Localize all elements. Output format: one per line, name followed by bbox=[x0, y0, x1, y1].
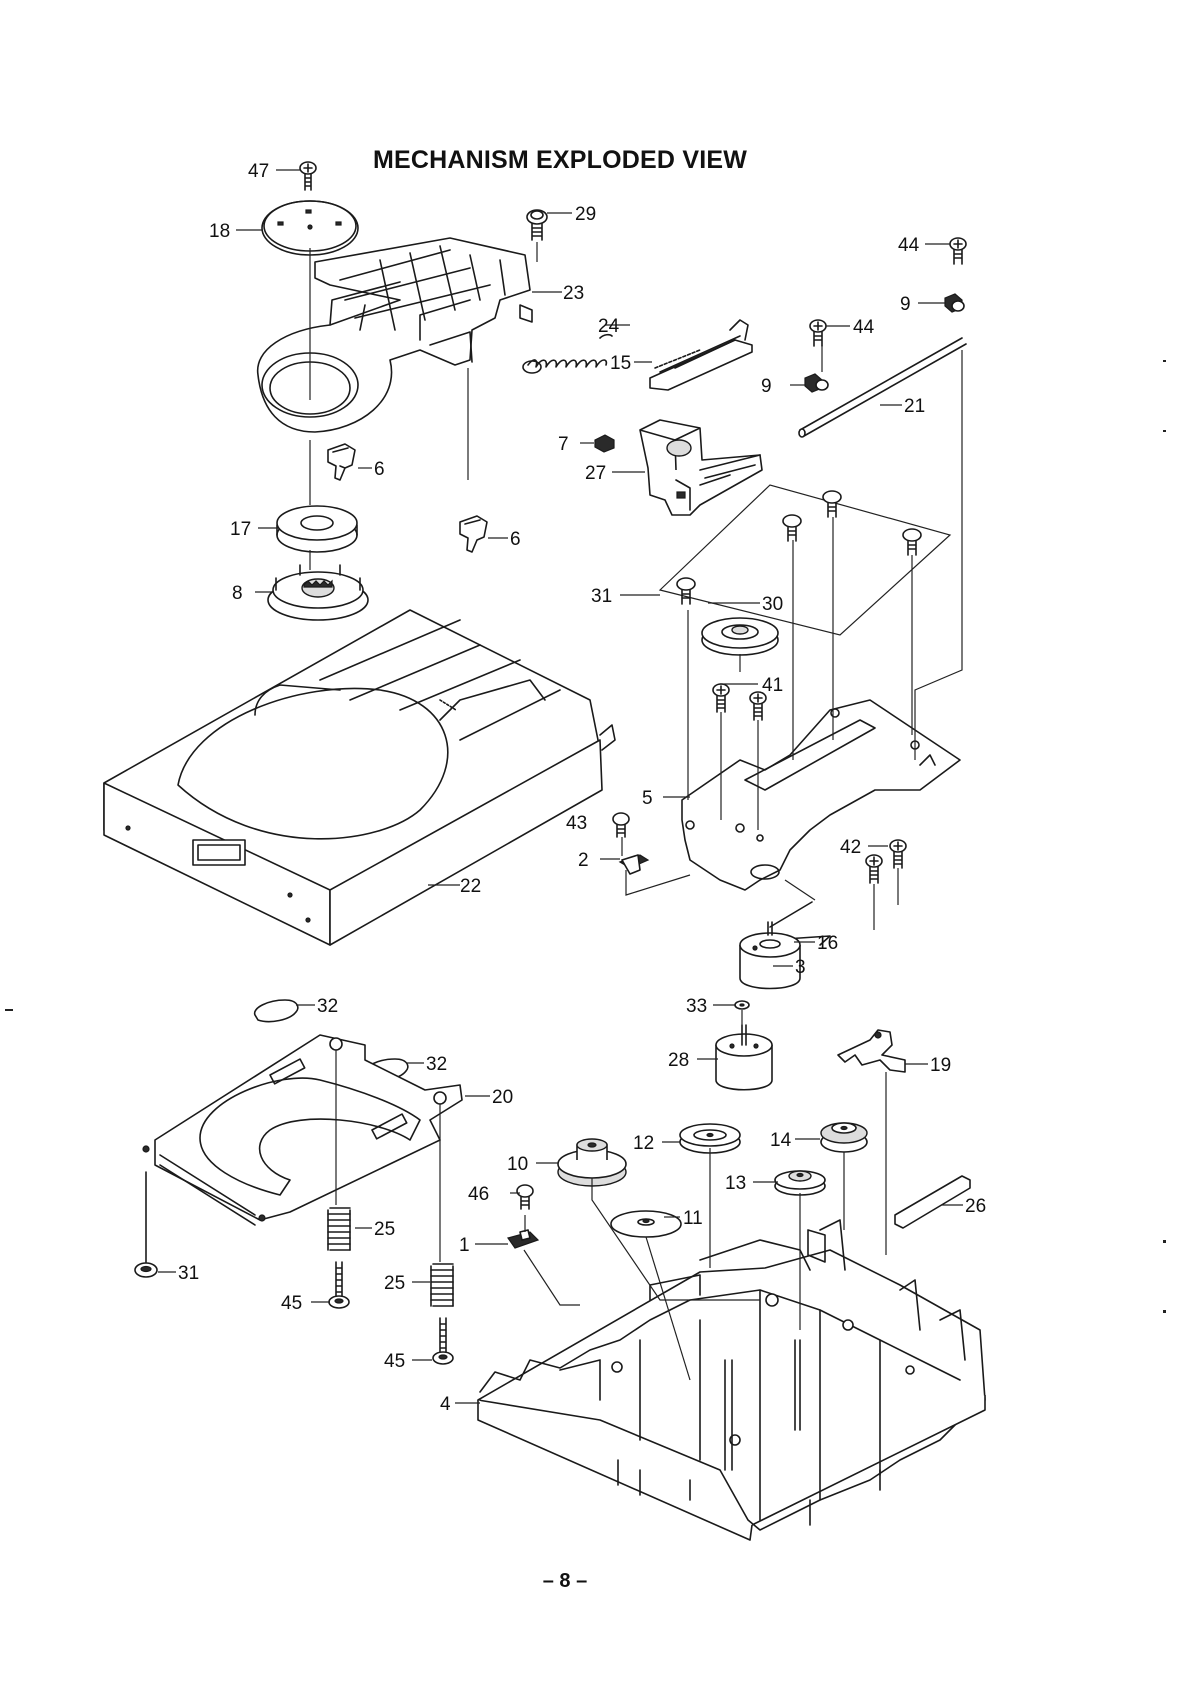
callout-part-44: 44 bbox=[898, 235, 920, 256]
callout-part-21: 21 bbox=[904, 396, 925, 417]
callout-part-42: 42 bbox=[840, 837, 861, 858]
callout-part-33: 33 bbox=[686, 996, 707, 1017]
callout-part-25: 25 bbox=[384, 1273, 405, 1294]
part-15-rack bbox=[650, 320, 752, 390]
callout-part-4: 4 bbox=[440, 1394, 451, 1415]
part-23-clamper-frame bbox=[258, 238, 532, 432]
part-32-pad-left bbox=[255, 1000, 298, 1022]
part-18-clamper-plate bbox=[262, 201, 358, 255]
part-45-screw-left bbox=[329, 1262, 349, 1308]
callout-part-45: 45 bbox=[281, 1293, 302, 1314]
part-26-link bbox=[895, 1176, 970, 1228]
callout-part-29: 29 bbox=[575, 204, 596, 225]
callout-part-9: 9 bbox=[900, 294, 911, 315]
callout-part-26: 26 bbox=[965, 1196, 986, 1217]
callout-part-30: 30 bbox=[762, 594, 783, 615]
part-25-spring-left bbox=[328, 1208, 350, 1250]
part-14-gear bbox=[821, 1123, 867, 1152]
part-25-spring-right bbox=[431, 1264, 453, 1306]
callout-part-46: 46 bbox=[468, 1184, 489, 1205]
part-7-block bbox=[595, 435, 614, 452]
callout-part-16: 16 bbox=[817, 933, 838, 954]
part-19-lever bbox=[838, 1030, 905, 1072]
part-27-pickup bbox=[640, 420, 762, 515]
part-47-screw bbox=[300, 162, 316, 190]
callout-part-5: 5 bbox=[642, 788, 653, 809]
callout-part-25: 25 bbox=[374, 1219, 395, 1240]
callout-part-27: 27 bbox=[585, 463, 606, 484]
part-4-chassis bbox=[478, 1220, 985, 1540]
part-30-turntable bbox=[702, 618, 778, 655]
callout-part-47: 47 bbox=[248, 161, 269, 182]
part-9-holder-upper bbox=[945, 294, 964, 312]
part-11-gear bbox=[611, 1211, 681, 1237]
callout-part-43: 43 bbox=[566, 813, 587, 834]
callout-part-11: 11 bbox=[683, 1208, 703, 1229]
callout-part-32: 32 bbox=[317, 996, 338, 1017]
callout-part-32: 32 bbox=[426, 1054, 447, 1075]
callout-part-12: 12 bbox=[633, 1133, 654, 1154]
callout-part-13: 13 bbox=[725, 1173, 746, 1194]
part-9-holder-lower bbox=[805, 374, 828, 392]
callout-part-6: 6 bbox=[510, 529, 521, 550]
callout-part-7: 7 bbox=[558, 434, 569, 455]
part-45-screw-right bbox=[433, 1318, 453, 1364]
part-1-switch bbox=[508, 1230, 538, 1248]
part-28-motor bbox=[716, 1025, 772, 1090]
callout-part-14: 14 bbox=[770, 1130, 792, 1151]
part-6-lever-upper bbox=[328, 444, 355, 480]
part-3-spindle-motor bbox=[740, 922, 800, 989]
part-31-screws bbox=[660, 485, 950, 635]
callout-part-22: 22 bbox=[460, 876, 481, 897]
callout-part-1: 1 bbox=[459, 1235, 470, 1256]
part-17-magnet bbox=[277, 506, 357, 552]
callout-part-3: 3 bbox=[795, 957, 806, 978]
part-2-switch bbox=[620, 855, 648, 874]
part-6-lever-lower bbox=[460, 516, 487, 552]
part-46-screw bbox=[517, 1185, 533, 1209]
callout-part-9: 9 bbox=[761, 376, 772, 397]
callout-part-24: 24 bbox=[598, 316, 620, 337]
callout-part-6: 6 bbox=[374, 459, 385, 480]
part-5-plate bbox=[682, 700, 960, 890]
callout-part-23: 23 bbox=[563, 283, 584, 304]
part-31-screw-lower bbox=[135, 1172, 157, 1277]
part-44-screw-upper bbox=[950, 238, 966, 264]
callout-part-31: 31 bbox=[591, 586, 612, 607]
part-24-spring bbox=[523, 335, 612, 373]
callout-part-31: 31 bbox=[178, 1263, 199, 1284]
part-29-screw bbox=[527, 210, 547, 240]
callout-part-17: 17 bbox=[230, 519, 251, 540]
callout-part-44: 44 bbox=[853, 317, 875, 338]
callout-part-45: 45 bbox=[384, 1351, 405, 1372]
callout-part-15: 15 bbox=[610, 353, 631, 374]
callout-part-2: 2 bbox=[578, 850, 589, 871]
callout-part-41: 41 bbox=[762, 675, 783, 696]
part-22-tray bbox=[104, 610, 615, 945]
callout-part-20: 20 bbox=[492, 1087, 513, 1108]
callout-part-18: 18 bbox=[209, 221, 230, 242]
part-44-screw-lower bbox=[810, 320, 826, 346]
part-33-washer bbox=[735, 1001, 749, 1009]
part-43-screw bbox=[613, 813, 629, 837]
callout-part-28: 28 bbox=[668, 1050, 689, 1071]
part-8-chuck bbox=[268, 565, 368, 620]
page-number: – 8 – bbox=[0, 1570, 1130, 1593]
part-13-gear bbox=[775, 1171, 825, 1195]
callout-part-8: 8 bbox=[232, 583, 243, 604]
callout-part-19: 19 bbox=[930, 1055, 951, 1076]
callout-part-10: 10 bbox=[507, 1154, 528, 1175]
